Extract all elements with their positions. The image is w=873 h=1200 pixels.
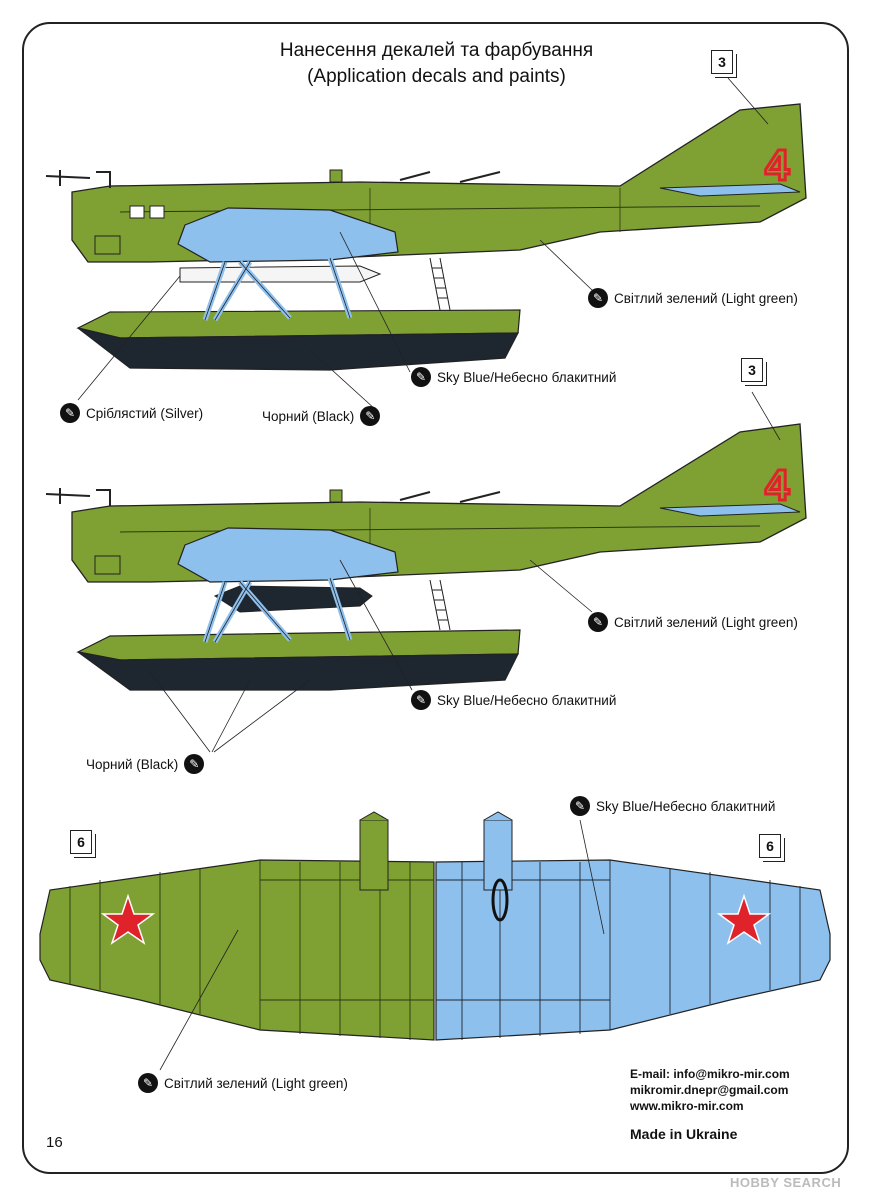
float-bottom-black (77, 327, 519, 371)
wing-root-blue-2 (177, 527, 399, 583)
label-light-green: ✎ Світлий зелений (Light green) (588, 612, 798, 632)
page-number: 16 (46, 1134, 63, 1151)
contact-email: E-mail: info@mikro-mir.com (630, 1067, 790, 1081)
made-in-label: Made in Ukraine (630, 1126, 738, 1142)
torpedo-silver (179, 265, 382, 283)
aircraft-profile-bottom: 4 (45, 391, 807, 753)
paintbrush-icon: ✎ (588, 288, 608, 308)
label-light-green: ✎ Світлий зелений (Light green) (138, 1073, 348, 1093)
paintbrush-icon: ✎ (411, 367, 431, 387)
title-line-1: Нанесення декалей та фарбування (279, 40, 594, 61)
wing-root-blue (177, 207, 399, 263)
paintbrush-icon: ✎ (588, 612, 608, 632)
watermark: HOBBY SEARCH (730, 1175, 842, 1190)
float-bottom-black-2 (77, 651, 519, 691)
label-sky-blue: ✎ Sky Blue/Небесно блакитний (411, 690, 616, 710)
red-star-left (100, 893, 156, 945)
paintbrush-icon: ✎ (60, 403, 80, 423)
red-star-right (716, 893, 772, 945)
paintbrush-icon: ✎ (360, 406, 381, 426)
aircraft-profile-top: 4 (45, 77, 807, 411)
title-line-2: (Application decals and paints) (307, 66, 566, 87)
paintbrush-icon: ✎ (570, 796, 590, 816)
decal-number-box: 3 (711, 50, 733, 74)
decal-number-box: 6 (70, 830, 92, 854)
label-silver: ✎ Сріблястий (Silver) (60, 403, 203, 423)
label-black: Чорний (Black) ✎ (86, 754, 205, 774)
paintbrush-icon: ✎ (411, 690, 431, 710)
contact-website: www.mikro-mir.com (630, 1099, 744, 1113)
label-sky-blue: ✎ Sky Blue/Небесно блакитний (411, 367, 616, 387)
label-light-green: ✎ Світлий зелений (Light green) (588, 288, 798, 308)
contact-email-2: mikromir.dnepr@gmail.com (630, 1083, 789, 1097)
decal-number-box: 6 (759, 834, 781, 858)
decal-number-box: 3 (741, 358, 763, 382)
tailplane-blue-2 (659, 503, 801, 517)
paintbrush-icon: ✎ (138, 1073, 158, 1093)
paintbrush-icon: ✎ (184, 754, 205, 774)
contact-block: E-mail: info@mikro-mir.com mikromir.dnep… (630, 1066, 790, 1114)
wing-under-blue (435, 859, 831, 1041)
tail-number-top: 4 (765, 141, 790, 190)
page-title: Нанесення декалей та фарбування (Applica… (0, 38, 873, 90)
label-sky-blue: ✎ Sky Blue/Небесно блакитний (570, 796, 775, 816)
label-black: Чорний (Black) ✎ (262, 406, 381, 426)
tailplane-blue (659, 183, 801, 197)
wing-top-green (39, 859, 435, 1041)
wing-planform (39, 811, 831, 1071)
tail-number-bottom: 4 (765, 461, 790, 510)
